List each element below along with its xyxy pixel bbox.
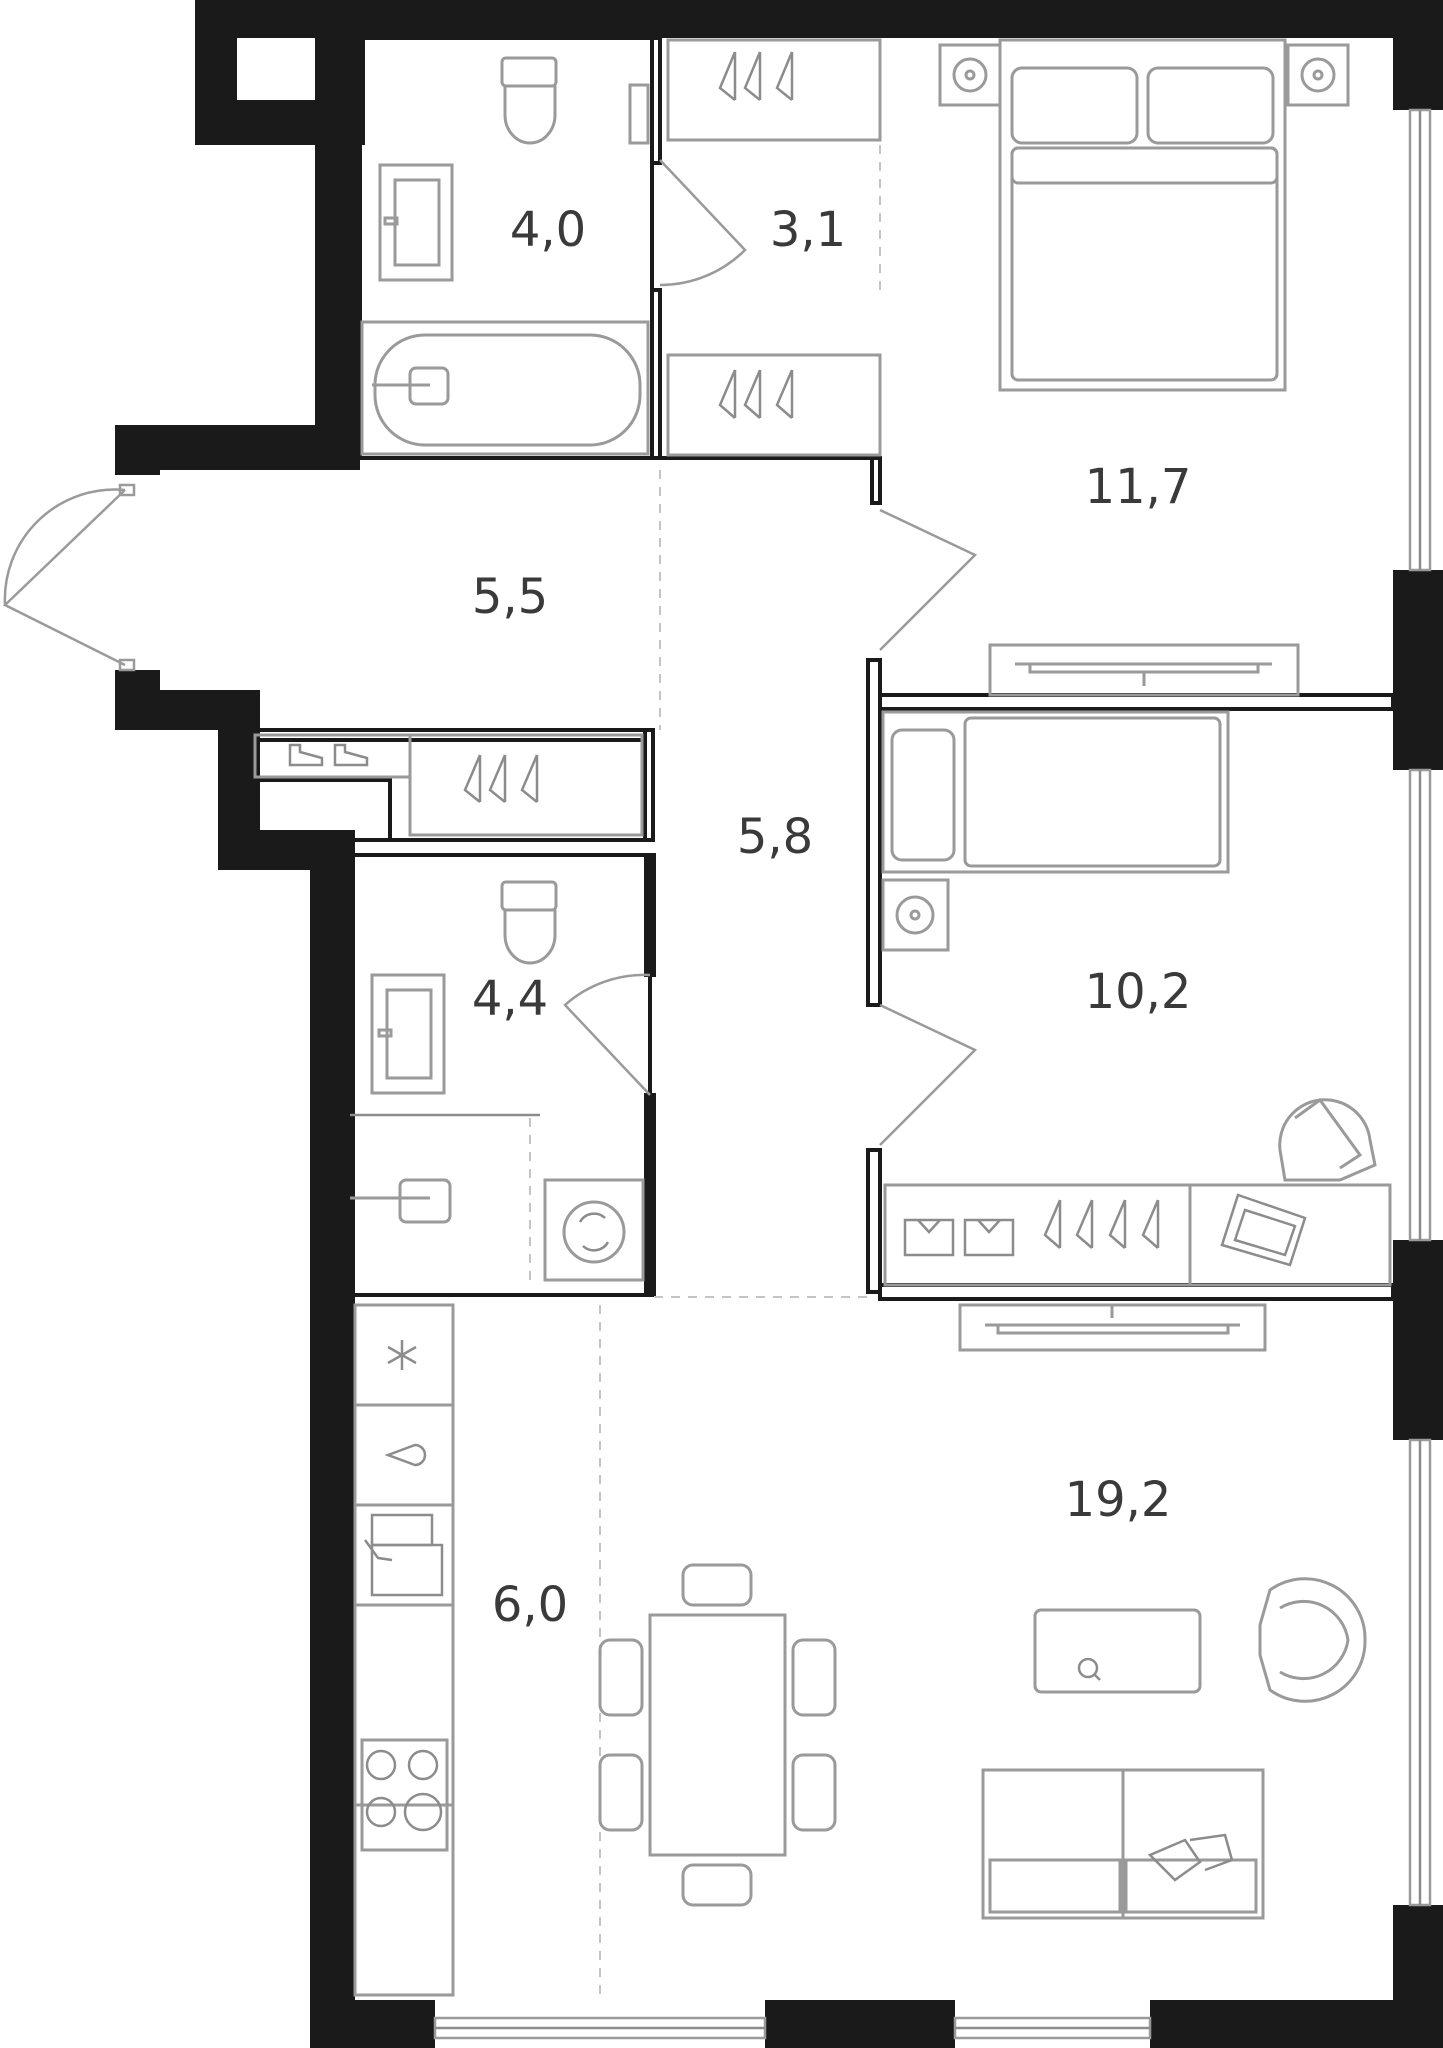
area-label-bedroom-small: 10,2 xyxy=(1085,964,1192,1020)
hanger-icon xyxy=(463,754,539,803)
nightstand-icon xyxy=(881,878,950,952)
doors xyxy=(2,159,978,1146)
area-label-bathroom-lower: 4,4 xyxy=(472,971,548,1027)
armchair-icon xyxy=(1258,1577,1367,1703)
armchair-icon xyxy=(1278,1097,1377,1182)
shower-icon xyxy=(350,1113,540,1285)
sink-icon xyxy=(363,1513,444,1597)
kitchen-counter xyxy=(353,1303,455,1997)
dining-table-icon xyxy=(598,1563,837,1907)
bedroom-large-door xyxy=(879,508,978,651)
nightstand-icon xyxy=(1286,43,1350,107)
bathroom-lower-door xyxy=(563,973,651,1096)
tv-icon xyxy=(988,643,1300,697)
area-label-bedroom-large: 11,7 xyxy=(1085,459,1192,515)
tv-icon xyxy=(958,1303,1267,1352)
shirt-icon xyxy=(903,1218,1015,1257)
bathtub-icon xyxy=(360,320,650,456)
area-label-wardrobe: 3,1 xyxy=(770,202,846,258)
area-label-kitchen: 6,0 xyxy=(492,1577,568,1633)
hanger-icon xyxy=(718,369,794,419)
bathroom-upper-door xyxy=(659,159,747,287)
entrance-door xyxy=(2,489,126,667)
desk-shelf xyxy=(883,1183,1392,1287)
hanger-icon xyxy=(1043,1199,1160,1249)
washing-machine-icon xyxy=(543,1178,645,1282)
wardrobe-bottom xyxy=(666,353,882,457)
shelf-icon xyxy=(628,83,650,145)
fridge-icon xyxy=(387,1340,417,1370)
wardrobe-middle xyxy=(408,733,644,837)
single-bed-icon xyxy=(881,710,1230,874)
area-label-entrance-hall: 5,5 xyxy=(472,569,548,625)
bedroom-small-door xyxy=(879,1003,978,1146)
tap-icon xyxy=(384,1443,427,1467)
zone-lines xyxy=(599,145,881,2000)
sink-icon xyxy=(370,973,446,1095)
hanger-icon xyxy=(718,51,794,101)
area-label-living-room: 19,2 xyxy=(1065,1472,1172,1528)
laptop-icon xyxy=(1220,1193,1307,1267)
exterior-walls xyxy=(115,0,1443,2048)
area-label-corridor: 5,8 xyxy=(737,809,813,865)
nightstand-icon xyxy=(938,43,1002,107)
coffee-table-icon xyxy=(1033,1608,1202,1694)
toilet-icon xyxy=(500,56,558,145)
double-bed-icon xyxy=(998,38,1287,392)
shoes-icon xyxy=(288,743,369,767)
wardrobe-top xyxy=(666,38,882,142)
sink-icon xyxy=(378,163,454,282)
windows xyxy=(433,108,1432,2040)
toilet-icon xyxy=(500,880,558,965)
stove-icon xyxy=(360,1738,449,1852)
sofa-icon xyxy=(981,1768,1265,1920)
area-label-bathroom-upper: 4,0 xyxy=(510,202,586,258)
